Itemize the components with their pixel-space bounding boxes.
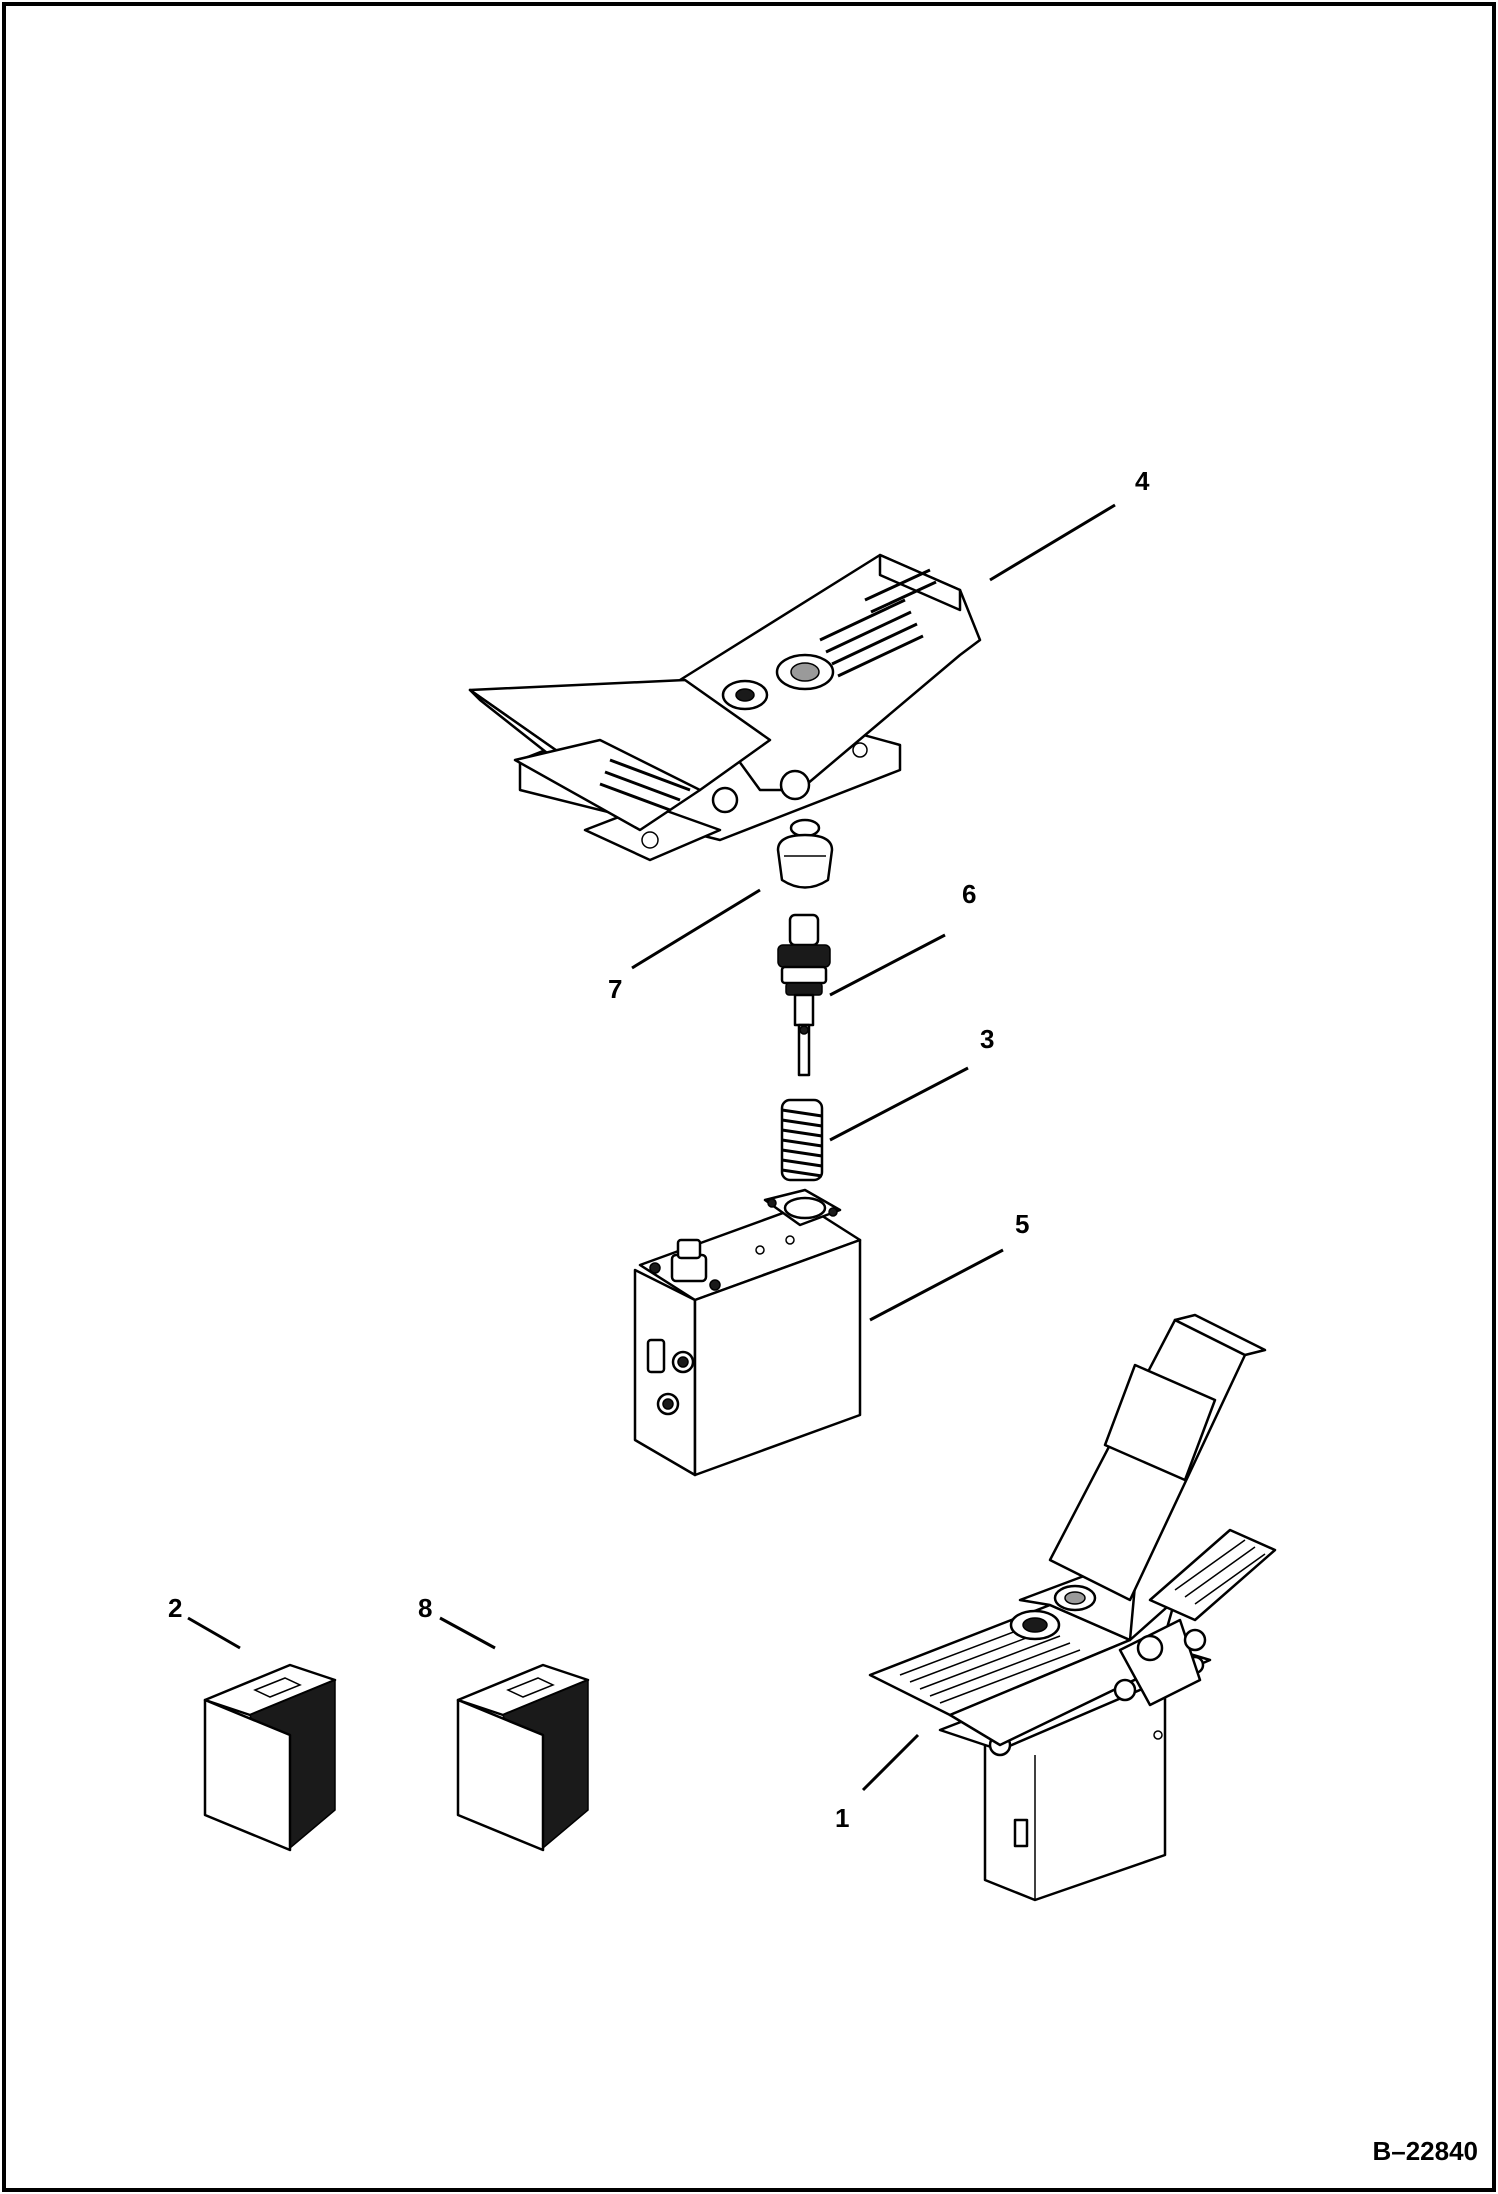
callout-4: 4 xyxy=(1135,466,1150,496)
figure-id: B–22840 xyxy=(1372,2136,1478,2166)
leader-8 xyxy=(439,1616,496,1650)
leader-3 xyxy=(829,1066,969,1142)
callout-8: 8 xyxy=(418,1593,432,1623)
callout-6: 6 xyxy=(962,879,976,909)
leader-6 xyxy=(829,933,946,997)
callout-3: 3 xyxy=(980,1024,994,1054)
callout-5: 5 xyxy=(1015,1209,1029,1239)
part-8-block xyxy=(456,1663,590,1852)
part-7-boot xyxy=(776,818,834,889)
callout-2: 2 xyxy=(168,1593,182,1623)
part-5-valve-body xyxy=(633,1188,862,1477)
leader-lines xyxy=(187,503,1116,1792)
leader-7 xyxy=(631,888,761,970)
part-3-spring xyxy=(780,1098,824,1182)
part-1-assembly xyxy=(868,1313,1277,1902)
leader-2 xyxy=(187,1616,241,1650)
part-4-pedal xyxy=(468,553,982,862)
callout-1: 1 xyxy=(835,1803,849,1833)
leader-5 xyxy=(869,1248,1004,1322)
leader-4 xyxy=(989,503,1116,582)
part-4-grooves xyxy=(819,568,937,678)
part-6-plunger xyxy=(777,913,831,1077)
callout-7: 7 xyxy=(608,974,622,1004)
part-2-block xyxy=(203,1663,337,1852)
leader-1 xyxy=(861,1733,920,1792)
